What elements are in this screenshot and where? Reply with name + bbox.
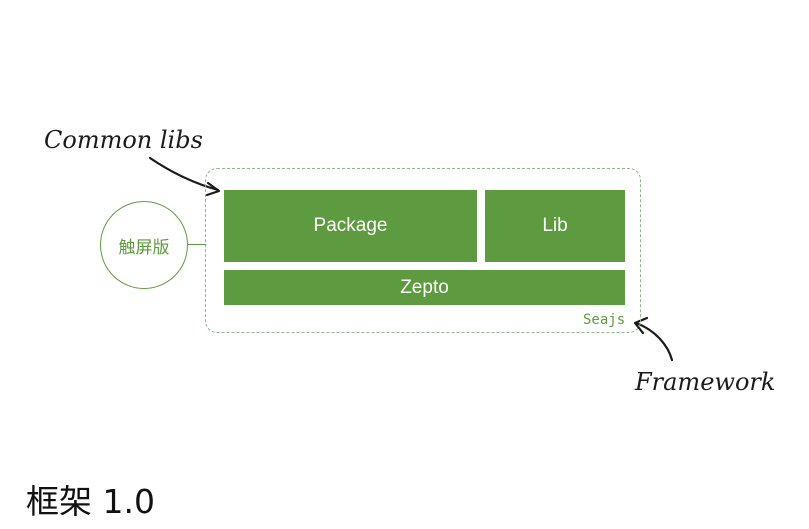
zepto-block: Zepto [224, 270, 625, 305]
lib-label: Lib [542, 215, 568, 236]
touch-connector-line [188, 244, 206, 245]
seajs-label: Seajs [583, 312, 626, 328]
touch-version-node: 触屏版 [100, 201, 188, 289]
common-libs-arrow [148, 156, 220, 192]
zepto-label: Zepto [400, 276, 449, 298]
common-libs-arrowhead [205, 181, 221, 197]
framework-container [205, 168, 641, 333]
package-block: Package [224, 190, 477, 262]
package-label: Package [313, 215, 388, 236]
page-title: 框架 1.0 [26, 482, 155, 521]
lib-block: Lib [485, 190, 625, 262]
touch-version-label: 触屏版 [118, 237, 170, 258]
framework-annotation: Framework [635, 368, 776, 396]
common-libs-annotation: Common libs [44, 126, 203, 154]
framework-arrow [634, 321, 674, 362]
